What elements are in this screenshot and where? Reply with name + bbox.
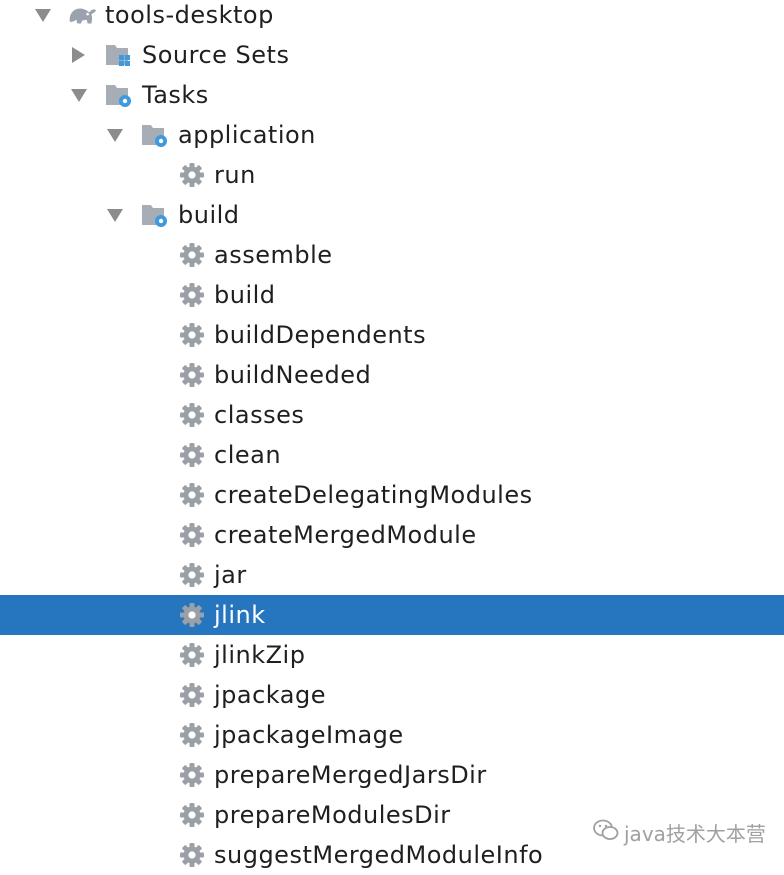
- task-label: assemble: [214, 241, 333, 269]
- gear-icon: [177, 560, 207, 590]
- gear-icon: [177, 400, 207, 430]
- wechat-icon: [592, 818, 620, 847]
- tree-node-label: Tasks: [142, 81, 209, 109]
- gear-icon: [177, 680, 207, 710]
- build-task-list: assemble build buildDependents buildNeeded c…: [0, 235, 784, 875]
- task-row[interactable]: createMergedModule: [0, 515, 784, 555]
- tree-node-tasks[interactable]: Tasks: [0, 75, 784, 115]
- gear-icon: [177, 840, 207, 870]
- expand-arrow-down-icon[interactable]: [105, 205, 125, 225]
- task-label: build: [214, 281, 276, 309]
- tree-node-source-sets[interactable]: Source Sets: [0, 35, 784, 75]
- task-row[interactable]: jpackage: [0, 675, 784, 715]
- gear-icon: [177, 360, 207, 390]
- gear-icon: [177, 240, 207, 270]
- task-label: jpackage: [214, 681, 326, 709]
- task-row[interactable]: clean: [0, 435, 784, 475]
- task-label: createMergedModule: [214, 521, 477, 549]
- task-row[interactable]: classes: [0, 395, 784, 435]
- task-label: buildNeeded: [214, 361, 372, 389]
- tree-node-label: Source Sets: [142, 41, 290, 69]
- tasks-folder-icon: [104, 80, 134, 110]
- task-row[interactable]: jar: [0, 555, 784, 595]
- task-label: jpackageImage: [214, 721, 404, 749]
- task-group-folder-icon: [140, 120, 170, 150]
- gear-icon: [177, 800, 207, 830]
- gear-icon: [177, 520, 207, 550]
- task-label: createDelegatingModules: [214, 481, 533, 509]
- tree-node-label: application: [178, 121, 316, 149]
- task-group-folder-icon: [140, 200, 170, 230]
- task-label: prepareModulesDir: [214, 801, 451, 829]
- tree-node-application[interactable]: application: [0, 115, 784, 155]
- task-label: buildDependents: [214, 321, 427, 349]
- source-sets-folder-icon: [104, 40, 134, 70]
- task-row[interactable]: buildNeeded: [0, 355, 784, 395]
- task-label: jlinkZip: [214, 641, 306, 669]
- gear-icon: [177, 640, 207, 670]
- task-row[interactable]: run: [0, 155, 784, 195]
- gear-icon: [177, 720, 207, 750]
- gear-icon: [177, 280, 207, 310]
- tree-node-label: build: [178, 201, 240, 229]
- watermark: java技术大本营: [592, 817, 766, 847]
- tree-node-build[interactable]: build: [0, 195, 784, 235]
- gradle-elephant-icon: [67, 0, 97, 30]
- expand-arrow-down-icon[interactable]: [105, 125, 125, 145]
- task-row[interactable]: buildDependents: [0, 315, 784, 355]
- gear-icon: [177, 600, 207, 630]
- expand-arrow-down-icon[interactable]: [33, 5, 53, 25]
- task-row[interactable]: suggestMergedModuleInfo: [0, 835, 784, 875]
- tree-node-tools-desktop[interactable]: tools-desktop: [0, 0, 784, 35]
- gear-icon: [177, 480, 207, 510]
- gear-icon: [177, 320, 207, 350]
- tree-node-label: tools-desktop: [105, 1, 274, 29]
- task-label: run: [214, 161, 256, 189]
- task-row[interactable]: jpackageImage: [0, 715, 784, 755]
- expand-arrow-down-icon[interactable]: [69, 85, 89, 105]
- task-row[interactable]: createDelegatingModules: [0, 475, 784, 515]
- task-row[interactable]: assemble: [0, 235, 784, 275]
- task-label: clean: [214, 441, 282, 469]
- task-row[interactable]: prepareMergedJarsDir: [0, 755, 784, 795]
- task-label: classes: [214, 401, 305, 429]
- task-label: prepareMergedJarsDir: [214, 761, 487, 789]
- task-row[interactable]: build: [0, 275, 784, 315]
- expand-arrow-right-icon[interactable]: [68, 45, 88, 65]
- task-label: jlink: [214, 601, 266, 629]
- task-row[interactable]: prepareModulesDir: [0, 795, 784, 835]
- task-row[interactable]: jlinkZip: [0, 635, 784, 675]
- watermark-text: java技术大本营: [624, 821, 766, 846]
- gear-icon: [177, 760, 207, 790]
- task-row[interactable]: jlink: [0, 595, 784, 635]
- gear-icon: [177, 160, 207, 190]
- task-label: suggestMergedModuleInfo: [214, 841, 544, 869]
- gear-icon: [177, 440, 207, 470]
- task-label: jar: [214, 561, 247, 589]
